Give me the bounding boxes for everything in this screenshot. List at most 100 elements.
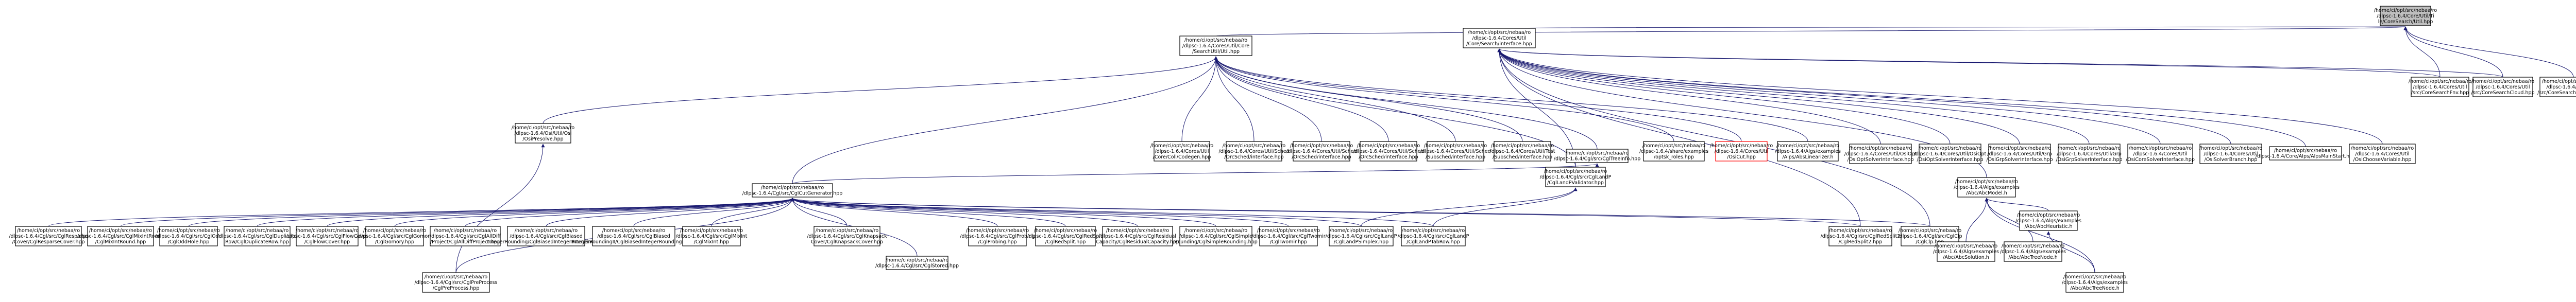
node-label-line: /home/ci/opt/src/nebaa/ro: [1184, 38, 1248, 43]
graph-node-n-schedd[interactable]: /home/ci/opt/src/nebaa/ro/dlpsc-1.6.4/Co…: [1420, 141, 1491, 162]
node-label-line: /home/ci/opt/src/nebaa/ro: [17, 228, 80, 234]
node-label-line: /OsiCut.hpp: [1727, 154, 1756, 160]
graph-node-n-abcsol[interactable]: /home/ci/opt/src/nebaa/ro/dlpsc-1.6.4/Al…: [1933, 241, 1999, 262]
graph-node-n-abctreen[interactable]: /home/ci/opt/src/nebaa/ro/dlpsc-1.6.4/Al…: [2062, 272, 2128, 293]
edge-n_g6-to-n_cutgen: [394, 198, 794, 227]
node-label-line: /CglOddHole.hpp: [168, 239, 210, 245]
node-box: [1102, 226, 1173, 246]
graph-node-n-util-fnv[interactable]: /home/ci/opt/src/nebaa/ro/dlpsc-1.6.4/Co…: [2409, 77, 2472, 97]
node-label-line: /home/ci/opt/src/nebaa/ro: [512, 125, 575, 131]
graph-node-n-osiprs[interactable]: /home/ci/opt/src/nebaa/ro/dlpsc-1.6.4/Os…: [512, 123, 575, 144]
graph-node-n-red[interactable]: /home/ci/opt/src/nebaa/ro/dlpsc-1.6.4/Co…: [1710, 141, 1773, 162]
node-label-line: /home/ci/opt/src/nebaa/ro: [2002, 243, 2065, 249]
edge-n_orcb-to-n_iface: [1497, 48, 1951, 145]
graph-node-n-treeinfo[interactable]: /home/ci/opt/src/nebaa/ro/dlpsc-1.6.4/Cg…: [1554, 149, 1640, 163]
graph-node-n-redsplit2[interactable]: /home/ci/opt/src/nebaa/ro/dlpsc-1.6.4/Cg…: [1821, 226, 1901, 246]
graph-node-n-orcd[interactable]: /home/ci/opt/src/nebaa/ro/dlpsc-1.6.4/Co…: [2056, 144, 2123, 164]
graph-node-n-g11[interactable]: /home/ci/opt/src/nebaa/ro/dlpsc-1.6.4/Cg…: [875, 256, 959, 270]
graph-node-n-util[interactable]: /home/ci/opt/src/nebaa/ro/dlpsc-1.6.4/Co…: [1179, 35, 1252, 56]
graph-node-n-g1[interactable]: /home/ci/opt/src/nebaa/ro/dlpsc-1.6.4/Cg…: [9, 226, 88, 246]
graph-node-n-schedb[interactable]: /home/ci/opt/src/nebaa/ro/dlpsc-1.6.4/Co…: [1286, 141, 1357, 162]
edge-n_util-to-root: [1215, 26, 2406, 37]
graph-node-n-orce[interactable]: /home/ci/opt/src/nebaa/ro/dlpsc-1.6.4/Co…: [2126, 144, 2195, 164]
node-label-line: /home/ci/opt/src/nebaa/ro: [1150, 143, 1214, 149]
graph-node-n-g10[interactable]: /home/ci/opt/src/nebaa/ro/dlpsc-1.6.4/Cg…: [676, 226, 748, 246]
graph-node-n-ctrl[interactable]: /home/ci/opt/src/nebaa/ro/dlpsc-1.6.4/Co…: [2199, 144, 2263, 164]
graph-node-n-g4[interactable]: /home/ci/opt/src/nebaa/ro/dlpsc-1.6.4/Cg…: [217, 226, 297, 246]
graph-node-n-presolve[interactable]: /home/ci/opt/src/nebaa/ro/dlpsc-1.6.4/Cg…: [415, 272, 498, 293]
graph-node-n-g12[interactable]: /home/ci/opt/src/nebaa/ro/dlpsc-1.6.4/Cg…: [960, 226, 1035, 246]
graph-node-n-util-cloud[interactable]: /home/ci/opt/src/nebaa/ro/dlpsc-1.6.4/Co…: [2471, 77, 2535, 97]
graph-node-n-iface[interactable]: /home/ci/opt/src/nebaa/ro/dlpsc-1.6.4/Co…: [1463, 28, 1536, 48]
node-label-line: /home/ci/opt/src/nebaa/ro: [2351, 146, 2414, 151]
graph-node-n-abctree[interactable]: /home/ci/opt/src/nebaa/ro/dlpsc-1.6.4/Al…: [2000, 241, 2066, 262]
node-label-line: /dlpsc-1.6.4/Cores/Util: [1155, 149, 1209, 154]
node-label-line: /home/ci/opt/src/nebaa/ro: [966, 228, 1029, 234]
graph-node-n-orca[interactable]: /home/ci/opt/src/nebaa/ro/dlpsc-1.6.4/Co…: [1844, 144, 1917, 164]
node-label-line: /OsiOptSolverInterface.hpp: [1848, 157, 1914, 163]
node-label-line: /dlpsc-1.6.4/Cores/Util/Sched: [1353, 149, 1423, 154]
node-label-line: /CglRedSplit.hpp: [1045, 239, 1086, 245]
graph-node-n-g7[interactable]: /home/ci/opt/src/nebaa/ro/dlpsc-1.6.4/Cg…: [430, 226, 501, 246]
graph-node-n-util-final[interactable]: /home/ci/opt/src/nebaa/ro/dlpsc-1.6.4/Co…: [2537, 77, 2576, 97]
graph-node-n-sched[interactable]: /home/ci/opt/src/nebaa/ro/dlpsc-1.6.4/Co…: [1218, 141, 1290, 162]
node-label-line: /dlpsc-1.6.4/Algs/examples: [1954, 185, 2020, 190]
node-box: [752, 183, 833, 198]
graph-node-n-g2[interactable]: /home/ci/opt/src/nebaa/ro/dlpsc-1.6.4/Cg…: [77, 226, 164, 246]
node-label-line: /dlpsc-1.6.4/Cgl/src/CglGomory: [357, 234, 433, 239]
graph-node-n-linear[interactable]: /home/ci/opt/src/nebaa/ro/dlpsc-1.6.4/Al…: [1775, 141, 1841, 162]
graph-node-n-g9[interactable]: /home/ci/opt/src/nebaa/ro/dlpsc-1.6.4/Cg…: [572, 226, 696, 246]
graph-node-n-g14[interactable]: /home/ci/opt/src/nebaa/ro/dlpsc-1.6.4/Cg…: [1096, 226, 1179, 246]
graph-node-n-orcb[interactable]: /home/ci/opt/src/nebaa/ro/dlpsc-1.6.4/Co…: [1914, 144, 1987, 164]
edge-n_redsplit2-to-n_cutgen: [791, 198, 1861, 227]
node-label-line: /home/ci/opt/src/nebaa/ro: [363, 228, 427, 234]
node-label-line: /src/CoreSearchFnv.hpp: [2411, 90, 2469, 96]
graph-node-n-g16[interactable]: /home/ci/opt/src/nebaa/ro/dlpsc-1.6.4/Cg…: [1251, 226, 1326, 246]
graph-node-n-coll[interactable]: /home/ci/opt/src/nebaa/ro/dlpsc-1.6.4/Co…: [1150, 141, 1214, 162]
node-label-line: /dlpsc-1.6.4/Cgl/src/CglClp: [1897, 234, 1962, 239]
graph-node-n-cutgen[interactable]: /home/ci/opt/src/nebaa/ro/dlpsc-1.6.4/Cg…: [742, 183, 843, 198]
edge-n_g16-to-n_cutgen: [790, 198, 1289, 227]
graph-node-n-g15[interactable]: /home/ci/opt/src/nebaa/ro/dlpsc-1.6.4/Cg…: [1174, 226, 1258, 246]
graph-node-root[interactable]: /home/ci/opt/src/nebaa/ro/dlpsc-1.6.4/Co…: [2374, 6, 2437, 26]
graph-node-n-chosen[interactable]: /home/ci/opt/src/nebaa/ro/dlpsc-1.6.4/Co…: [2349, 144, 2416, 164]
node-label-line: /OrcSched/interface.hpp: [1359, 154, 1418, 160]
graph-node-n-landpt[interactable]: /home/ci/opt/src/nebaa/ro/dlpsc-1.6.4/Cg…: [1398, 226, 1469, 246]
node-label-line: Capacity/CglResidualCapacity.hpp: [1096, 239, 1179, 245]
node-box: [2269, 146, 2342, 161]
node-label-line: /dlpsc-1.6.4/Algs/examples: [1775, 149, 1841, 154]
graph-node-n-g6[interactable]: /home/ci/opt/src/nebaa/ro/dlpsc-1.6.4/Cg…: [357, 226, 433, 246]
node-label-line: /home/ci/opt/src/nebaa/ro: [1223, 143, 1286, 149]
graph-node-n-alpsmain[interactable]: /home/ci/opt/src/nebaa/ro/dlpsc-1.6.4/Co…: [2256, 146, 2356, 161]
graph-node-n-test[interactable]: /home/ci/opt/src/nebaa/ro/dlpsc-1.6.4/Co…: [1490, 141, 1555, 162]
graph-node-n-g5[interactable]: /home/ci/opt/src/nebaa/ro/dlpsc-1.6.4/Cg…: [286, 226, 368, 246]
edge-n_g8-to-n_cutgen: [546, 198, 794, 227]
graph-node-n-g3[interactable]: /home/ci/opt/src/nebaa/ro/dlpsc-1.6.4/Cg…: [155, 226, 222, 246]
node-label-line: /optsk_roles.hpp: [1654, 154, 1694, 160]
graph-node-n-g13[interactable]: /home/ci/opt/src/nebaa/ro/dlpsc-1.6.4/Cg…: [1027, 226, 1104, 246]
node-label-line: /home/ci/opt/src/nebaa/ro: [1330, 228, 1393, 234]
node-box: [814, 226, 880, 246]
node-box: [1427, 141, 1484, 162]
graph-node-n-knap[interactable]: /home/ci/opt/src/nebaa/ro/dlpsc-1.6.4/Cg…: [807, 226, 887, 246]
edge-n_orcd-to-n_iface: [1497, 48, 2090, 145]
graph-node-n-alpsmodel[interactable]: /home/ci/opt/src/nebaa/ro/dlpsc-1.6.4/Al…: [1954, 177, 2020, 198]
graph-node-n-schedc[interactable]: /home/ci/opt/src/nebaa/ro/dlpsc-1.6.4/Co…: [1353, 141, 1424, 162]
graph-node-n-g8[interactable]: /home/ci/opt/src/nebaa/ro/dlpsc-1.6.4/Cg…: [487, 226, 605, 246]
node-label-line: /home/ci/opt/src/nebaa/ro: [1544, 169, 1607, 174]
node-label-line: /dlpsc-1.6.4/Cores/Util: [2204, 151, 2258, 157]
edge-n_landpsimp-to-n_cutgen: [790, 198, 1362, 227]
edge-n_linear-to-n_util: [1214, 56, 1808, 142]
node-label-line: /dlpsc-1.6.4/Cores/Util/Grp: [1987, 151, 2052, 157]
graph-node-n-landp[interactable]: /home/ci/opt/src/nebaa/ro/dlpsc-1.6.4/Cg…: [1540, 167, 1612, 187]
graph-node-n-landpsimp[interactable]: /home/ci/opt/src/nebaa/ro/dlpsc-1.6.4/Cg…: [1326, 226, 1397, 246]
node-label-line: /dlpsc-1.6.4/Cgl/src/CglTreeInfo.hpp: [1554, 156, 1640, 162]
graph-node-n-orcc[interactable]: /home/ci/opt/src/nebaa/ro/dlpsc-1.6.4/Co…: [1986, 144, 2053, 164]
graph-node-n-examples[interactable]: /home/ci/opt/src/nebaa/ro/dlpsc-1.6.4/sh…: [1639, 141, 1708, 162]
edge-n_alpsmain-to-n_iface: [1497, 48, 2306, 147]
node-label-line: /CglPreProcess.hpp: [433, 286, 480, 291]
node-box: [592, 226, 675, 246]
node-label-line: /dlpsc-1.6.4/Cgl/src/CglLandP: [1398, 234, 1469, 239]
graph-node-n-abcheur[interactable]: /home/ci/opt/src/nebaa/ro/dlpsc-1.6.4/Al…: [2015, 210, 2081, 231]
node-label-line: /dlpsc-1.6.4/Cores/Util/Sched: [1420, 149, 1490, 154]
